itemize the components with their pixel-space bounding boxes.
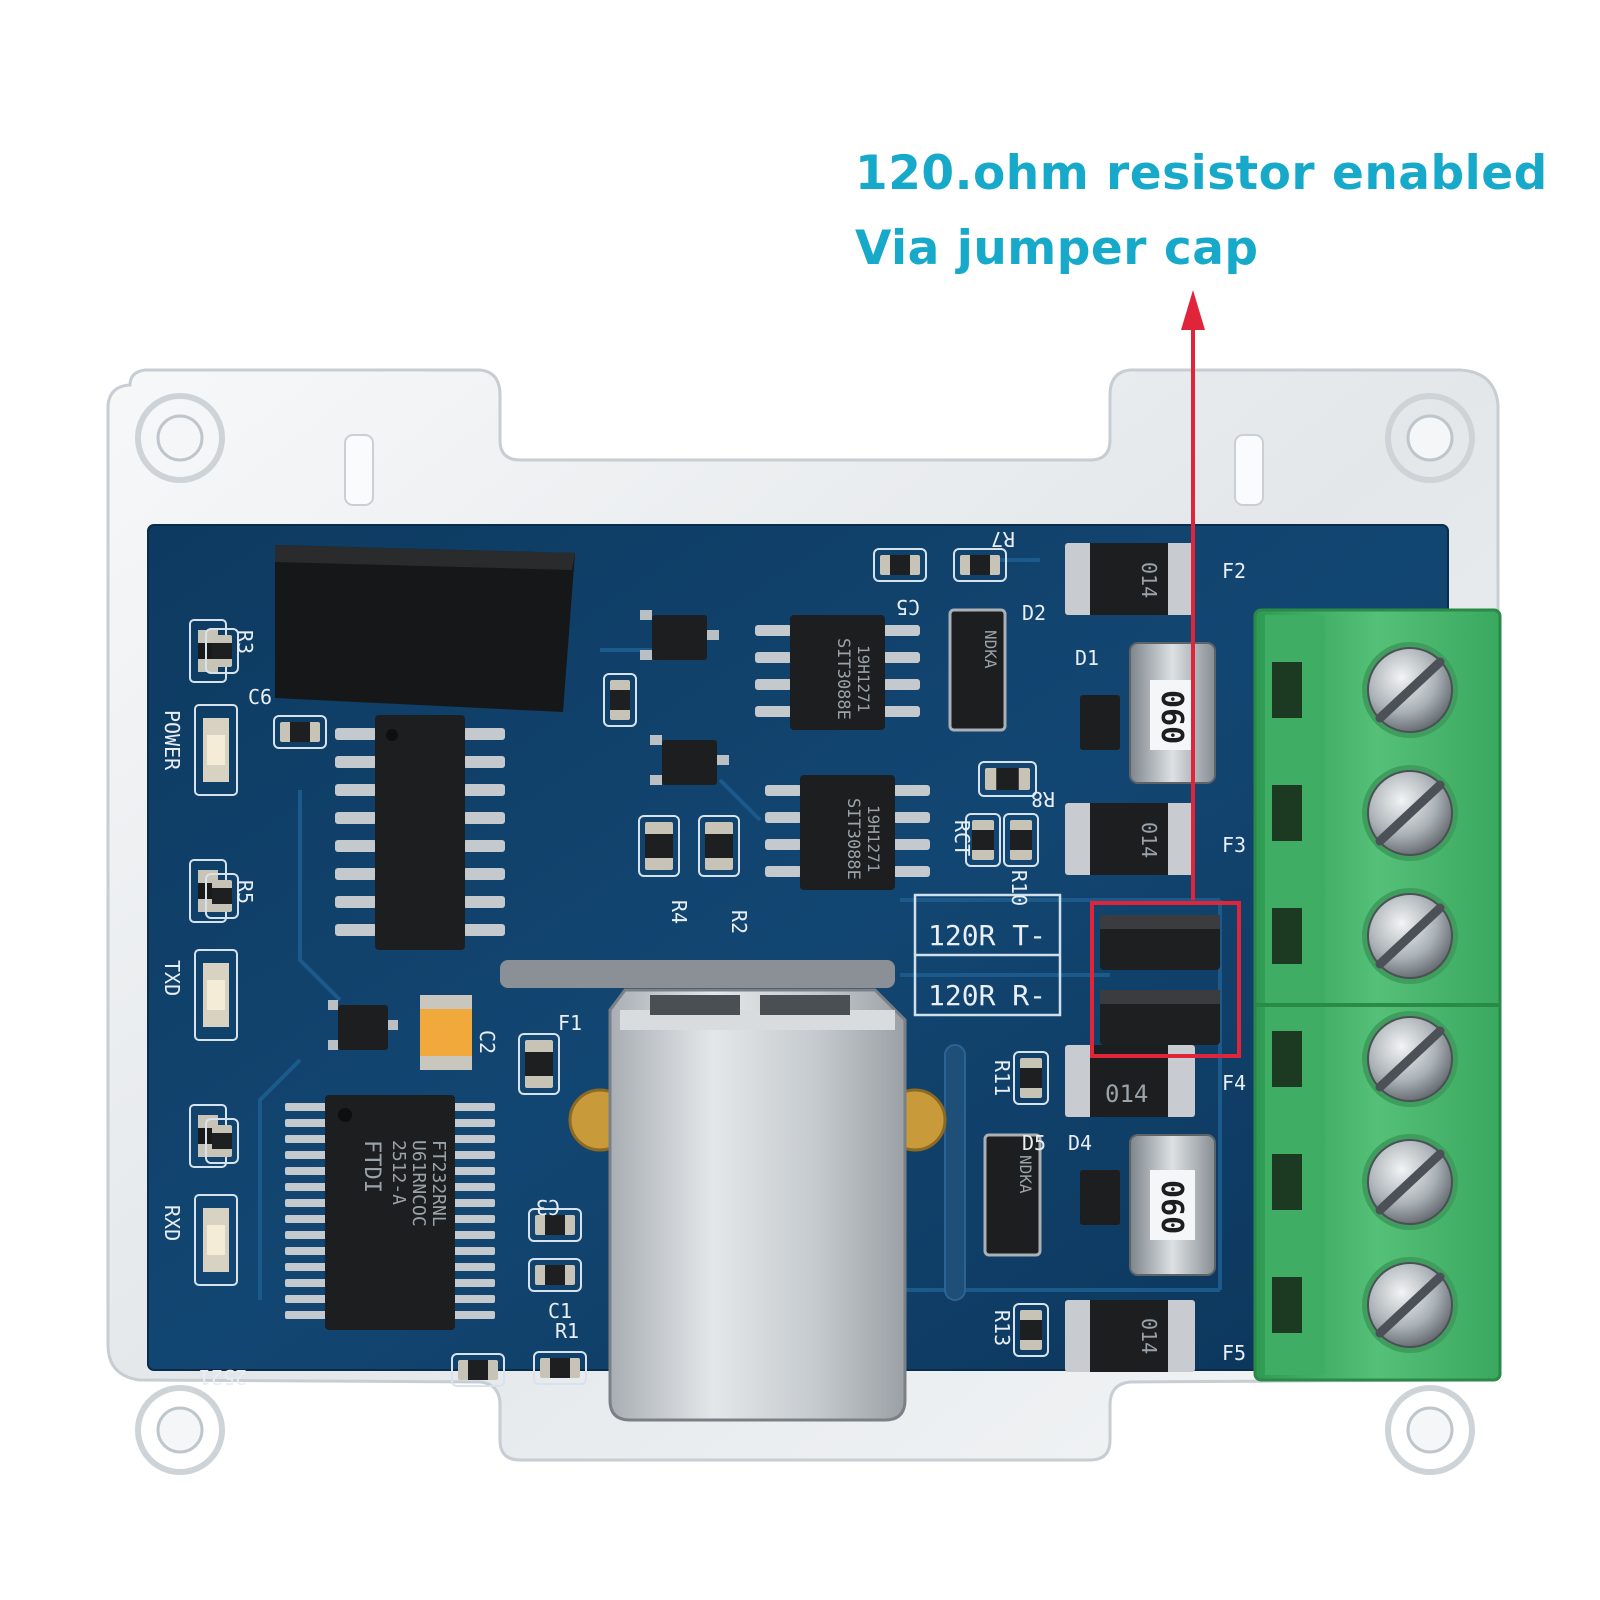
jumper-caps [1100, 915, 1220, 1045]
fuse-marking-f2: 014 [1137, 562, 1161, 598]
mount-hole-bottom-right [1385, 1385, 1475, 1475]
c2-label: C2 [475, 1030, 499, 1054]
tvs-marking-d5: NDKA [1016, 1155, 1035, 1194]
r11-label: R11 [990, 1060, 1014, 1096]
usb-b-connector [500, 960, 947, 1422]
c5-label: C5 [896, 595, 920, 619]
foam-pad [275, 545, 575, 712]
inductor-marking-2: 060 [1154, 1180, 1189, 1234]
c6-label: C6 [248, 685, 272, 709]
c3-label: C3 [536, 1195, 560, 1219]
tvs-diodes [948, 608, 1042, 1257]
chip-markings: FTDI 2512-A U61RNCOC FT232RNL SIT3088E 1… [359, 562, 1189, 1354]
power-led [194, 704, 238, 796]
r3-label: R3 [233, 630, 257, 654]
transceiver1-marking-1: SIT3088E [833, 638, 853, 720]
mount-hole-top-left [135, 393, 225, 483]
date-code-label: 2521 [199, 1365, 247, 1389]
jumper-highlight [1090, 290, 1241, 1058]
f3-label: F3 [1222, 833, 1246, 857]
mount-hole-top-right [1385, 393, 1475, 483]
silkscreen-labels: 120R T- 120R R- POWER TXD RXD 2521 F1 F2… [160, 527, 1246, 1389]
mount-hole-bottom-left [135, 1385, 225, 1475]
r10-label: R10 [1007, 870, 1031, 906]
txd-led [194, 949, 238, 1041]
d5-label: D5 [1022, 1131, 1046, 1155]
jumper-label-t: 120R T- [928, 919, 1046, 952]
highlight-box [1090, 901, 1241, 1058]
fuse-marking-f5: 014 [1137, 1318, 1161, 1354]
annotation-line-2: Via jumper cap [855, 221, 1259, 276]
d1-label: D1 [1075, 646, 1099, 670]
rxd-label: RXD [160, 1205, 184, 1241]
small-transistors [328, 610, 1120, 1225]
r13-label: R13 [990, 1310, 1014, 1346]
f2-label: F2 [1222, 559, 1246, 583]
fuse-marking-f4: 014 [1105, 1080, 1148, 1108]
transceiver1-marking-2: 19H1271 [854, 645, 873, 712]
tantalum-capacitor [420, 995, 472, 1070]
r8-label: R8 [1031, 787, 1055, 811]
ftdi-marking-4: FT232RNL [428, 1140, 449, 1227]
c1-label: C1 [548, 1299, 572, 1323]
ptc-fuses [1065, 543, 1195, 1372]
r4-label: R4 [667, 900, 691, 924]
fuse-marking-f3: 014 [1137, 822, 1161, 858]
d2-label: D2 [1022, 601, 1046, 625]
power-label: POWER [160, 710, 184, 771]
r1-label: R1 [555, 1319, 579, 1343]
r5-label: R5 [233, 880, 257, 904]
terminal-block [1253, 608, 1502, 1382]
soic-chip-upper [335, 715, 505, 950]
passive-components [205, 548, 1049, 1387]
r7-label: R7 [991, 527, 1015, 551]
f1-label: F1 [558, 1011, 582, 1035]
ftdi-chip [285, 1095, 495, 1330]
rxd-led [194, 1194, 238, 1286]
inductor-marking-1: 060 [1154, 690, 1189, 744]
d4-label: D4 [1068, 1131, 1092, 1155]
arrow-head [1181, 290, 1205, 330]
tvs-marking-d2: NDKA [981, 630, 1000, 669]
transceiver2-marking-2: 19H1271 [864, 805, 883, 872]
annotation-line-1: 120.ohm resistor enabled [855, 146, 1548, 201]
ftdi-marking-2: 2512-A [388, 1140, 409, 1205]
ftdi-marking-1: FTDI [359, 1140, 384, 1193]
rs485-transceivers [755, 615, 930, 890]
r2-label: R2 [727, 910, 751, 934]
transceiver2-marking-1: SIT3088E [843, 798, 863, 880]
ftdi-marking-3: U61RNCOC [408, 1140, 429, 1227]
jumper-label-r: 120R R- [928, 979, 1046, 1012]
f4-label: F4 [1222, 1071, 1246, 1095]
txd-label: TXD [160, 960, 184, 996]
f5-label: F5 [1222, 1341, 1246, 1365]
rct-label: RCT [950, 820, 974, 856]
